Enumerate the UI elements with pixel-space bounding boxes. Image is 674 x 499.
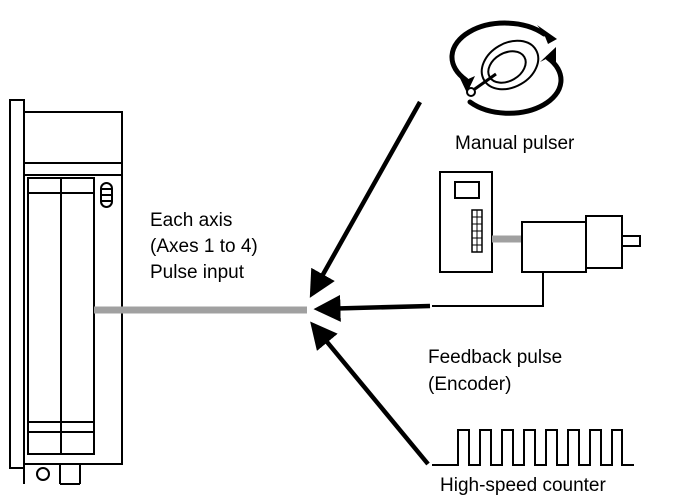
high-speed-counter-label: High-speed counter <box>440 475 606 496</box>
encoder-label: (Encoder) <box>428 374 511 395</box>
manual-pulser-label: Manual pulser <box>455 133 575 154</box>
encoder-arrow <box>313 294 431 322</box>
each-axis-label: Each axis <box>150 210 232 231</box>
manual-pulser-arrow <box>309 100 422 298</box>
axes-range-label: (Axes 1 to 4) <box>150 236 258 257</box>
feedback-pulse-label: Feedback pulse <box>428 347 562 368</box>
high-speed-counter-arrow <box>310 321 430 466</box>
servo-amplifier-motor-icon <box>432 171 641 307</box>
plc-module-icon <box>9 99 123 485</box>
pulse-train-waveform-icon <box>432 429 634 466</box>
manual-pulser-dial-icon <box>449 20 564 116</box>
pulse-input-label: Pulse input <box>150 262 245 283</box>
